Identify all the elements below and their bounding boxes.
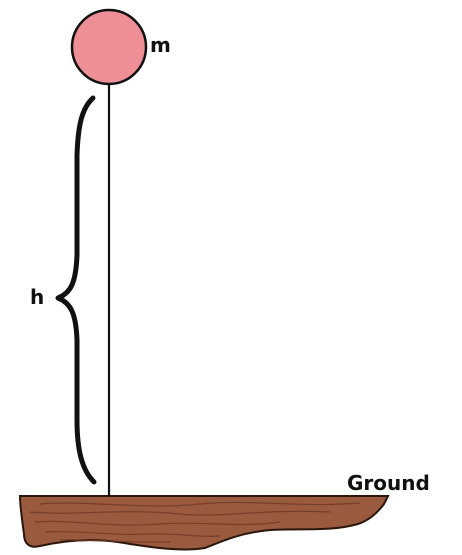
- mass-label: m: [150, 33, 171, 57]
- height-brace: [55, 95, 97, 485]
- mass-ball: [70, 8, 148, 86]
- ground-label: Ground: [347, 471, 430, 495]
- ground-slab: [18, 495, 390, 551]
- height-label: h: [30, 285, 44, 309]
- ground-wood-grain: [29, 501, 361, 543]
